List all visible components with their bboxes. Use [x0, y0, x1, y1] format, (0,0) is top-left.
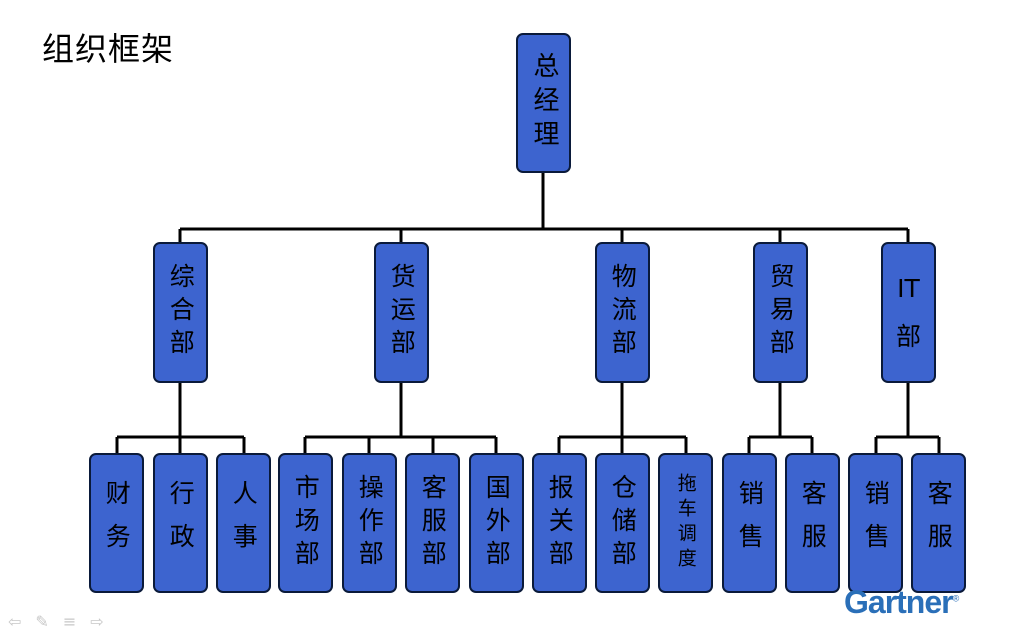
menu-icon[interactable]: ≡ — [62, 612, 77, 631]
node-label: 客服部 — [418, 473, 448, 573]
node-trucking-dispatch: 拖车调度 — [658, 453, 713, 593]
node-label: 客服 — [924, 480, 954, 566]
node-label: 客服 — [798, 480, 828, 566]
node-label: 物流部 — [608, 263, 638, 362]
node-marketing: 市场部 — [278, 453, 333, 593]
node-label: 货运部 — [387, 263, 417, 362]
node-label: 销售 — [861, 480, 891, 566]
node-label: 市场部 — [291, 473, 321, 573]
node-label: 拖车调度 — [674, 473, 697, 573]
node-label: 仓储部 — [608, 473, 638, 573]
node-general-manager: 总经理 — [516, 33, 571, 173]
node-overseas: 国外部 — [469, 453, 524, 593]
node-label: 销售 — [735, 480, 765, 566]
node-customs: 报关部 — [532, 453, 587, 593]
node-label: 行政 — [166, 480, 196, 566]
gartner-logo: Gartner® — [844, 584, 960, 621]
node-customer-service: 客服部 — [405, 453, 460, 593]
node-label: 总经理 — [529, 52, 559, 154]
node-label: 综合部 — [166, 263, 196, 362]
node-dept-it: IT 部 — [881, 242, 936, 383]
logo-text: Gartner — [844, 584, 954, 620]
node-dept-freight: 货运部 — [374, 242, 429, 383]
node-label-line-1: IT — [897, 274, 920, 303]
next-arrow-icon[interactable]: ⇨ — [90, 612, 104, 631]
node-operations: 操作部 — [342, 453, 397, 593]
prev-arrow-icon[interactable]: ⇦ — [8, 612, 22, 631]
node-it-service: 客服 — [911, 453, 966, 593]
node-label: 财务 — [102, 480, 132, 566]
node-dept-trade: 贸易部 — [753, 242, 808, 383]
node-label: 报关部 — [545, 473, 575, 573]
logo-registered-mark: ® — [952, 593, 960, 604]
node-label: 国外部 — [482, 473, 512, 573]
pen-icon[interactable]: ✎ — [35, 612, 49, 631]
node-label: 人事 — [229, 480, 259, 566]
page-title: 组织框架 — [42, 30, 175, 68]
node-dept-logistics: 物流部 — [595, 242, 650, 383]
node-label-line-2: 部 — [895, 321, 921, 351]
node-finance: 财务 — [89, 453, 144, 593]
node-it-sales: 销售 — [848, 453, 903, 593]
node-label: 贸易部 — [766, 263, 796, 362]
node-trade-service: 客服 — [785, 453, 840, 593]
node-hr: 人事 — [216, 453, 271, 593]
node-dept-general-affairs: 综合部 — [153, 242, 208, 383]
node-label: 操作部 — [355, 473, 385, 573]
node-trade-sales: 销售 — [722, 453, 777, 593]
node-warehouse: 仓储部 — [595, 453, 650, 593]
slide-navigation: ⇦ ✎ ≡ ⇨ — [8, 612, 104, 631]
node-admin: 行政 — [153, 453, 208, 593]
